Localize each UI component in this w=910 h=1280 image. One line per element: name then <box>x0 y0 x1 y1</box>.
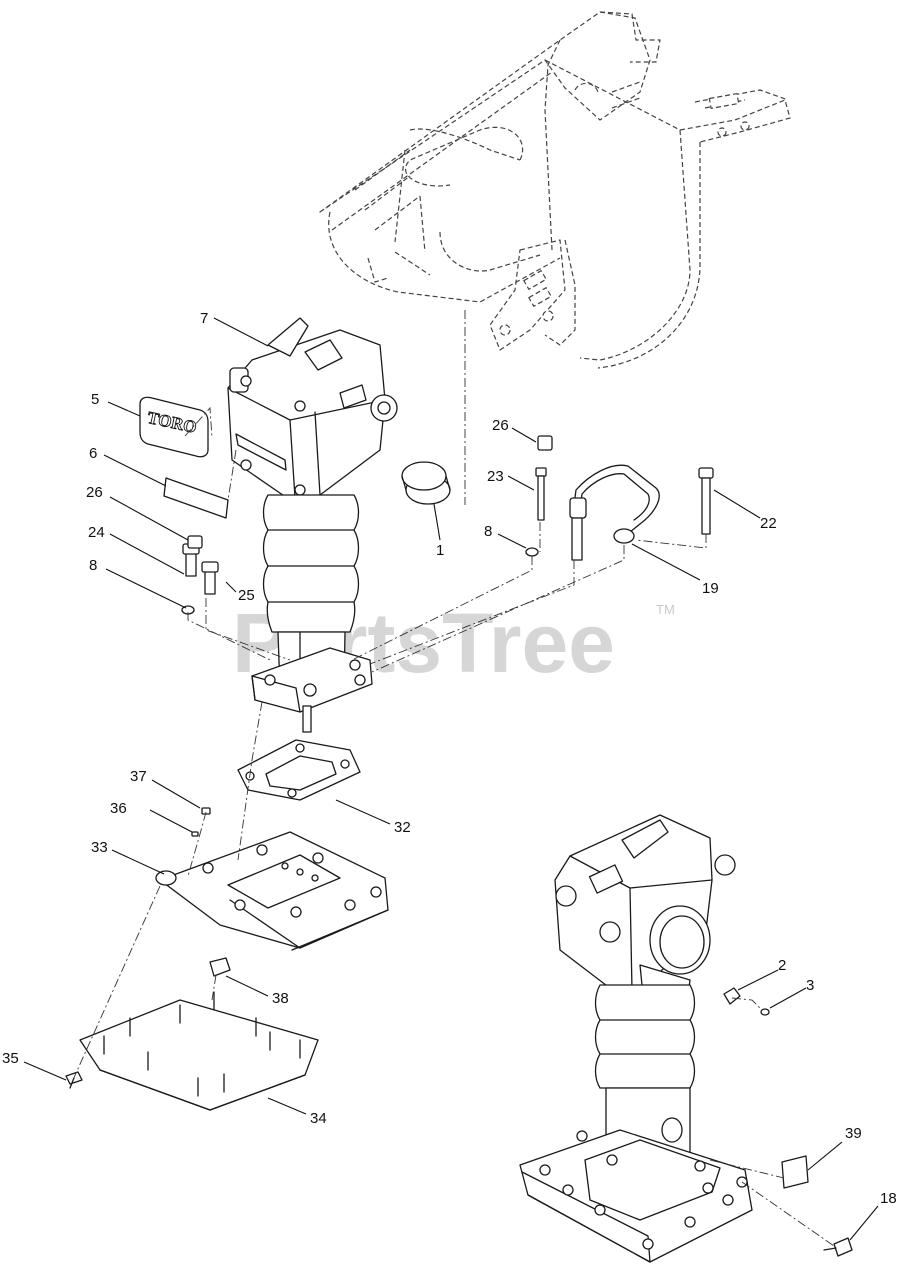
shoe-base-33 <box>155 831 389 951</box>
washer-3 <box>760 1008 770 1016</box>
screw-35 <box>65 1071 83 1089</box>
callout-35: 35 <box>2 1050 19 1067</box>
leg-flange <box>251 647 373 733</box>
callout-18: 18 <box>880 1190 897 1207</box>
decal-strip-6 <box>163 477 229 519</box>
bolt-23 <box>535 467 547 521</box>
assembled-rammer <box>519 814 753 1263</box>
callout-24: 24 <box>88 524 105 541</box>
callout-26-right: 26 <box>492 417 509 434</box>
callout-8-right: 8 <box>484 523 492 540</box>
leader-lines <box>23 317 879 1241</box>
bracket-2 <box>723 987 741 1005</box>
rubber-mount-1 <box>401 461 451 505</box>
toro-decal-5: TORO <box>139 396 209 458</box>
callout-32: 32 <box>394 819 411 836</box>
callout-39: 39 <box>845 1125 862 1142</box>
assembly-lines <box>71 310 835 1247</box>
callout-22: 22 <box>760 515 777 532</box>
bolt-25 <box>201 561 219 595</box>
callout-1: 1 <box>436 542 444 559</box>
callout-7: 7 <box>200 310 208 327</box>
callout-36: 36 <box>110 800 127 817</box>
callout-5: 5 <box>91 391 99 408</box>
callout-8-left: 8 <box>89 557 97 574</box>
pin-37 <box>201 807 211 815</box>
bolt-18 <box>823 1237 853 1257</box>
callout-34: 34 <box>310 1110 327 1127</box>
callout-19: 19 <box>702 580 719 597</box>
gasket-32 <box>237 739 361 801</box>
label-39 <box>781 1155 809 1189</box>
nut-38 <box>209 957 231 977</box>
callout-26-left: 26 <box>86 484 103 501</box>
cap-26-right <box>537 435 553 451</box>
pin-36 <box>191 831 199 837</box>
callout-3: 3 <box>806 977 814 994</box>
bolt-24 <box>182 543 200 577</box>
washer-8-right <box>525 547 539 557</box>
callout-33: 33 <box>91 839 108 856</box>
callout-labels: 1 2 3 5 6 7 8 8 18 19 22 23 24 25 26 26 … <box>2 310 897 1207</box>
watermark-trademark: TM <box>656 602 675 617</box>
wear-plate-34 <box>79 991 319 1111</box>
callout-2: 2 <box>778 957 786 974</box>
callout-37: 37 <box>130 768 147 785</box>
callout-6: 6 <box>89 445 97 462</box>
engine-housing <box>227 317 398 501</box>
cap-26-left <box>187 535 203 549</box>
fuel-tube-19 <box>569 464 660 561</box>
callout-38: 38 <box>272 990 289 1007</box>
handle-frame-phantom <box>319 11 791 369</box>
callout-23: 23 <box>487 468 504 485</box>
callout-25: 25 <box>238 587 255 604</box>
bolt-22 <box>698 467 714 535</box>
